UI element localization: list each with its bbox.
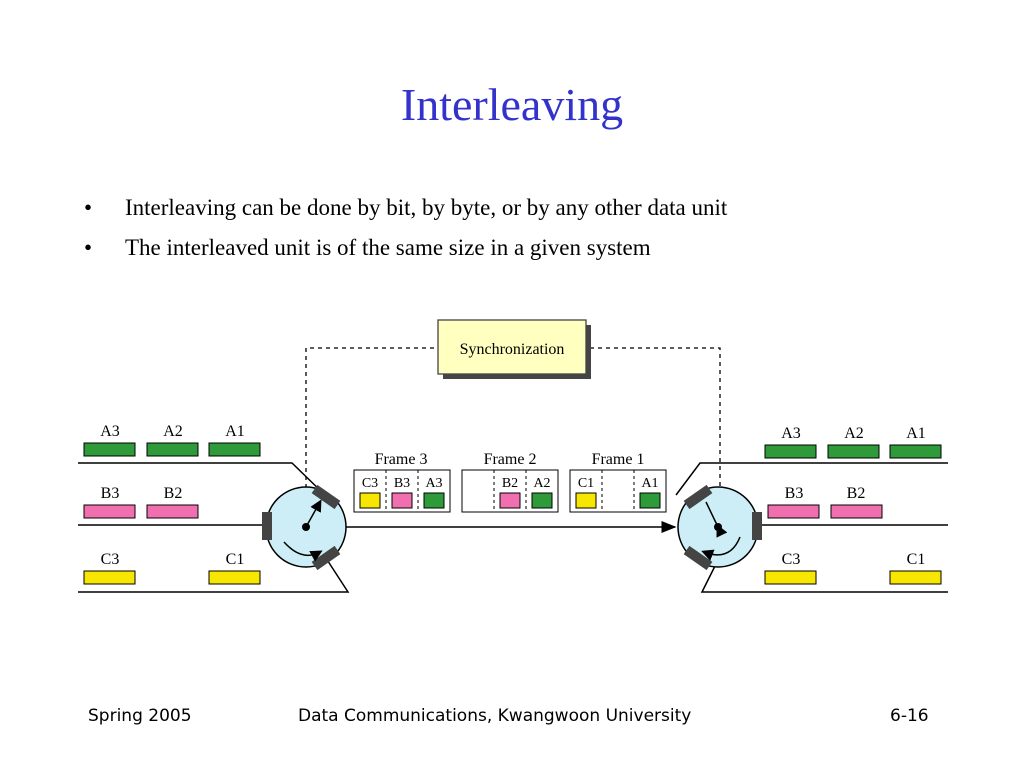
unit-block-a2 (827, 444, 880, 459)
unit-block-a3 (764, 444, 817, 459)
unit-label: A1 (225, 423, 245, 440)
slot-block (391, 492, 413, 509)
rotation-arrow (701, 536, 741, 561)
sync-line-right (590, 347, 721, 512)
unit-label: C3 (782, 551, 801, 568)
multiplexer-switch (262, 484, 347, 571)
switch-contact (311, 484, 341, 510)
switch-contact (752, 512, 762, 540)
interleaving-diagram: Synchronization A3 A2 A1 B3 B2 C3 C1 A3 … (78, 319, 948, 593)
sync-box (437, 319, 587, 375)
unit-block-a3 (83, 442, 136, 457)
bullet-marker: • (84, 195, 93, 220)
frame-1: Frame 1 C1 A1 (569, 451, 667, 513)
switch-contact (683, 484, 713, 510)
demultiplexer-switch (677, 484, 762, 571)
slot-label: A2 (533, 476, 550, 491)
unit-block-a1 (208, 442, 261, 457)
slot-label: B2 (502, 476, 518, 491)
unit-block-a2 (146, 442, 199, 457)
unit-label: B2 (847, 485, 866, 502)
unit-block-c1 (889, 570, 942, 585)
unit-label: A3 (781, 425, 801, 442)
unit-label: B2 (164, 485, 183, 502)
footer-date: Spring 2005 (88, 706, 192, 726)
bullet-text: Interleaving can be done by bit, by byte… (125, 195, 728, 220)
unit-label: B3 (785, 485, 804, 502)
unit-block-c3 (83, 570, 136, 585)
frame-3: Frame 3 C3 B3 A3 (353, 451, 451, 513)
slot-label: B3 (394, 476, 410, 491)
footer-page-number: 6-16 (890, 706, 929, 726)
unit-block-b3 (767, 504, 820, 519)
unit-block-b2 (830, 504, 883, 519)
unit-label: C3 (101, 551, 120, 568)
bullet-text: The interleaved unit is of the same size… (125, 235, 651, 260)
switch-contact (311, 545, 341, 571)
switch-contact (683, 545, 713, 571)
unit-label: A1 (906, 425, 926, 442)
slot-label: C1 (578, 476, 594, 491)
bullet-marker: • (84, 235, 93, 260)
bullet-list: • Interleaving can be done by bit, by by… (84, 192, 727, 272)
unit-label: A3 (100, 423, 120, 440)
unit-block-b3 (83, 504, 136, 519)
frame-2: Frame 2 B2 A2 (461, 451, 559, 513)
bullet-item: • The interleaved unit is of the same si… (84, 232, 727, 272)
unit-label: A2 (163, 423, 183, 440)
slot-block (575, 492, 597, 509)
left-input-lines (78, 462, 350, 593)
footer-course: Data Communications, Kwangwoon Universit… (298, 706, 692, 726)
sync-label: Synchronization (460, 341, 565, 358)
unit-block-c3 (764, 570, 817, 585)
left-units: A3 A2 A1 B3 B2 C3 C1 (83, 423, 261, 585)
frame-label: Frame 3 (375, 451, 428, 468)
unit-block-c1 (208, 570, 261, 585)
right-units: A3 A2 A1 B3 B2 C3 C1 (764, 425, 942, 585)
slot-block (531, 492, 553, 509)
slot-block (499, 492, 521, 509)
slide-title: Interleaving (400, 79, 624, 130)
unit-block-b2 (146, 504, 199, 519)
slot-block (359, 492, 381, 509)
frame-label: Frame 2 (484, 451, 537, 468)
unit-block-a1 (889, 444, 942, 459)
unit-label: B3 (101, 485, 120, 502)
bullet-item: • Interleaving can be done by bit, by by… (84, 192, 727, 232)
switch-contact (262, 512, 272, 540)
slot-label: A1 (641, 476, 658, 491)
rotation-arrow (283, 541, 323, 562)
unit-label: A2 (844, 425, 864, 442)
slot-block (423, 492, 445, 509)
sync-line-left (305, 347, 438, 512)
unit-label: C1 (226, 551, 245, 568)
frame-label: Frame 1 (592, 451, 645, 468)
slot-label: A3 (425, 476, 442, 491)
slot-block (639, 492, 661, 509)
unit-label: C1 (907, 551, 926, 568)
slot-label: C3 (362, 476, 378, 491)
